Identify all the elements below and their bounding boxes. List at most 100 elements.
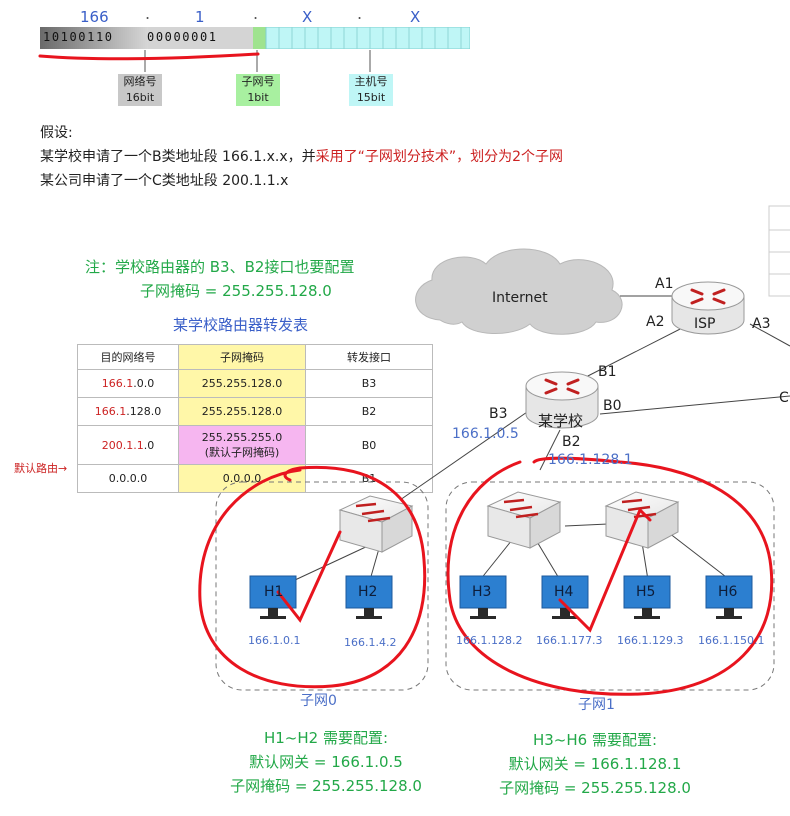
check-subnet1 [558,507,652,633]
mask-value: 255.255.255.0 [201,431,283,444]
mask-cell: 255.255.128.0 [178,369,306,398]
b2-ip-label: 166.1.128.1 [548,452,633,468]
field-subnet: 子网号 1bit [236,74,280,106]
dest-net-rest: .128.0 [126,405,162,418]
config-left: H1~H2 需要配置: 默认网关 = 166.1.0.5 子网掩码 = 255.… [226,726,426,798]
links [294,295,790,581]
config-right-gateway: 默认网关 = 166.1.128.1 [508,755,682,773]
host-h5-icon [623,575,671,619]
dest-net-cell: 166.1.128.0 [77,397,179,426]
port-b3: B3 [489,406,508,422]
field-brackets [38,50,371,72]
subnet0-box [215,481,429,691]
field-name: 主机号 [354,75,388,88]
host-h4-ip: 166.1.177.3 [536,634,603,647]
dest-net-rest: .0 [143,438,155,452]
subnet1-label: 子网1 [578,697,615,713]
port-a2: A2 [646,314,665,330]
config-right-title: H3~H6 需要配置: [532,731,658,749]
host-h3-icon [459,575,507,619]
config-left-gateway: 默认网关 = 166.1.0.5 [249,753,403,771]
assume-line-1-highlight: 采用了“子网划分技术”，划分为2个子网 [315,149,564,165]
field-name: 子网号 [241,75,275,88]
dest-net-cell: 200.1.1.0 [77,425,179,465]
config-left-mask: 子网掩码 = 255.255.128.0 [230,777,422,795]
partial-table-edge [768,205,790,297]
dest-net-cell: 166.1.0.0 [77,369,179,398]
subnet1-box [445,481,775,691]
host-bits-block [265,27,470,49]
internet-label: Internet [492,290,548,306]
host-h1-name: H1 [264,584,284,600]
mask-cell: 0.0.0.0 [178,464,306,493]
default-route-label: 默认路由→ [14,462,68,475]
sub-bits-block [148,27,253,49]
table-row: 166.1.0.0 255.255.128.0 B3 [77,369,433,398]
host-h4-name: H4 [554,584,574,600]
assume-title: 假设: [40,125,73,141]
table-header-cell: 转发接口 [305,344,433,370]
dest-net-red: 166.1 [94,405,127,418]
host-h3-name: H3 [472,584,492,600]
host-h6-name: H6 [718,584,738,600]
table-row: 0.0.0.0 0.0.0.0 B1 [77,464,433,493]
assume-line-2: 某公司申请了一个C类地址段 200.1.1.x [40,173,289,189]
table-row: 200.1.1.0 255.255.255.0(默认子网掩码) B0 [77,425,433,465]
config-left-title: H1~H2 需要配置: [263,729,389,747]
circle-subnet0 [198,465,427,689]
config-right: H3~H6 需要配置: 默认网关 = 166.1.128.1 子网掩码 = 25… [490,728,700,800]
field-bits: 15bit [356,91,386,104]
switch-icon-subnet0 [338,495,414,553]
port-a1: A1 [655,276,674,292]
switch-icon-subnet1-a [486,491,562,549]
octet-3: X [302,8,313,26]
host-h1-ip: 166.1.0.1 [248,634,301,647]
host-h6-icon [705,575,753,619]
table-row: 166.1.128.0 255.255.128.0 B2 [77,397,433,426]
iface-cell: B3 [305,369,433,398]
network-bits: 10100110 [43,30,114,44]
subnet-octet-bits: 00000001 [147,30,218,44]
address-bit-bar [40,27,470,49]
red-underline-annotation [38,52,260,61]
host-h5-ip: 166.1.129.3 [617,634,684,647]
red-annotations [198,456,774,696]
subnet-bit-block [253,27,266,49]
host-h3-ip: 166.1.128.2 [456,634,523,647]
assume-line-1-text: 某学校申请了一个B类地址段 166.1.x.x，并 [40,149,316,165]
forwarding-table: 目的网络号 子网掩码 转发接口 166.1.0.0 255.255.128.0 … [77,344,433,493]
dest-net-cell: 0.0.0.0 [77,464,179,493]
host-h2-icon [345,575,393,619]
config-right-mask: 子网掩码 = 255.255.128.0 [499,779,691,797]
b3-ip-label: 166.1.0.5 [452,426,519,442]
octet-separator: . [253,4,259,23]
host-h1-icon [249,575,297,619]
dest-net-red: 166.1 [101,377,134,390]
check-subnet0 [276,530,342,623]
field-bits: 16bit [125,91,155,104]
field-name: 网络号 [123,75,157,88]
octet-2: 1 [195,8,205,26]
octet-1: 166 [80,8,109,26]
field-bits: 1bit [247,91,269,104]
field-network: 网络号 16bit [118,74,162,106]
mask-cell: 255.255.255.0 (默认子网掩码) [178,425,306,465]
isp-router-icon [671,281,745,335]
network-diagram [198,248,790,696]
host-h6-ip: 166.1.150.1 [698,634,765,647]
assume-line-1: 某学校申请了一个B类地址段 166.1.x.x，并采用了“子网划分技术”，划分为… [40,146,563,166]
host-h2-ip: 166.1.4.2 [344,636,397,649]
mask-cell: 255.255.128.0 [178,397,306,426]
octet-separator: . [357,4,363,23]
net-bits-block [40,27,148,49]
isp-label: ISP [694,316,716,332]
octet-4: X [410,8,421,26]
mask-note: (默认子网掩码) [204,446,280,459]
circle-subnet1 [446,456,774,696]
dest-net-rest: .0.0 [133,377,155,390]
note-line-2: 子网掩码 = 255.255.128.0 [140,282,332,300]
table-title: 某学校路由器转发表 [173,316,309,334]
port-c: C [779,390,789,406]
port-a3: A3 [752,316,771,332]
port-b0: B0 [603,398,622,414]
